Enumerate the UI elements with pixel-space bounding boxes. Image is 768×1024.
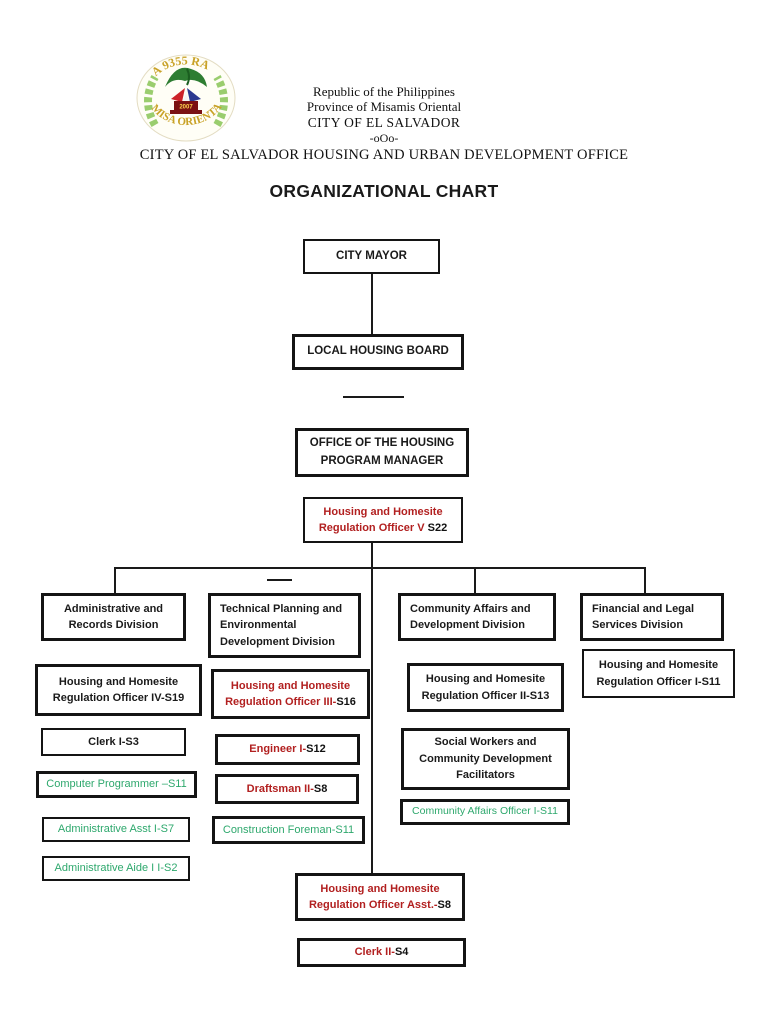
- node-clerk-i: Clerk I-S3: [41, 728, 186, 756]
- node-hhro-i: Housing and Homesite Regulation Officer …: [582, 649, 735, 698]
- node-label: Community Affairs Officer I-S11: [412, 805, 558, 818]
- letterhead-province: Province of Misamis Oriental: [306, 99, 462, 115]
- salary-grade: S12: [306, 743, 326, 756]
- node-financial-legal-division: Financial and Legal Services Division: [580, 593, 724, 641]
- connector-drop-financial: [644, 567, 646, 593]
- node-label: Computer Programmer –S11: [46, 778, 187, 791]
- letterhead-city: CITY OF EL SALVADOR: [307, 114, 461, 130]
- salary-grade: S8: [437, 899, 452, 911]
- node-label: LOCAL HOUSING BOARD: [307, 345, 449, 358]
- node-label: Housing and Homesite Regulation Officer …: [421, 673, 550, 702]
- connector-technical-dash: [267, 579, 292, 581]
- salary-grade: S4: [394, 946, 409, 959]
- node-hhro-iv: Housing and Homesite Regulation Officer …: [35, 664, 202, 716]
- node-office-housing-program-manager: OFFICE OF THE HOUSING PROGRAM MANAGER: [295, 428, 469, 477]
- node-label: Construction Foreman-S11: [222, 823, 355, 836]
- node-hhro-asst: Housing and Homesite Regulation Officer …: [295, 873, 465, 921]
- node-technical-planning-division: Technical Planning and Environmental Dev…: [208, 593, 361, 658]
- salary-grade: S16: [336, 696, 356, 708]
- node-label: CITY MAYOR: [336, 249, 407, 262]
- node-label: Administrative Asst I-S7: [57, 823, 175, 836]
- node-label: Draftsman II-: [246, 782, 314, 795]
- node-draftsman-ii: Draftsman II-S8: [215, 774, 359, 804]
- salary-grade: S8: [313, 782, 328, 795]
- connector-board-dash: [343, 396, 404, 398]
- node-clerk-ii: Clerk II-S4: [297, 938, 466, 967]
- node-local-housing-board: LOCAL HOUSING BOARD: [292, 334, 464, 370]
- node-label: Technical Planning and Environmental Dev…: [220, 602, 343, 648]
- node-label: Housing and Homesite Regulation Officer …: [52, 675, 185, 705]
- node-label: Housing and Homesite Regulation Officer …: [318, 505, 443, 535]
- node-label: Administrative Aide I I-S2: [54, 862, 178, 875]
- node-label: Administrative and Records Division: [63, 602, 164, 632]
- letterhead-separator: -oOo-: [369, 130, 399, 145]
- salary-grade: S22: [427, 522, 448, 534]
- node-administrative-aide: Administrative Aide I I-S2: [42, 856, 190, 881]
- letterhead-republic: Republic of the Philippines: [313, 84, 455, 99]
- node-hhro-ii: Housing and Homesite Regulation Officer …: [407, 663, 564, 712]
- node-social-workers: Social Workers and Community Development…: [401, 728, 570, 790]
- svg-text:2007: 2007: [179, 105, 193, 111]
- node-construction-foreman: Construction Foreman-S11: [212, 816, 365, 844]
- node-community-affairs-officer: Community Affairs Officer I-S11: [400, 799, 570, 825]
- node-community-affairs-division: Community Affairs and Development Divisi…: [398, 593, 556, 641]
- node-label: OFFICE OF THE HOUSING PROGRAM MANAGER: [309, 437, 455, 467]
- node-label: Housing and Homesite Regulation Officer …: [225, 679, 351, 709]
- node-city-mayor: CITY MAYOR: [303, 239, 440, 274]
- node-label: Clerk II-: [354, 946, 395, 959]
- page-title: ORGANIZATIONAL CHART: [269, 181, 499, 201]
- node-label: Housing and Homesite Regulation Officer …: [308, 882, 440, 912]
- node-label: Engineer I-: [249, 743, 307, 756]
- node-administrative-records-division: Administrative and Records Division: [41, 593, 186, 641]
- node-label: Community Affairs and Development Divisi…: [410, 602, 531, 632]
- connector-drop-admin: [114, 567, 116, 593]
- connector-drop-community: [474, 567, 476, 593]
- node-administrative-asst: Administrative Asst I-S7: [42, 817, 190, 842]
- connector-mayor-board: [371, 274, 373, 334]
- node-label: Clerk I-S3: [88, 735, 139, 748]
- connector-center-vertical: [371, 542, 373, 873]
- node-hhro-v: Housing and Homesite Regulation Officer …: [303, 497, 463, 543]
- letterhead-office: CITY OF EL SALVADOR HOUSING AND URBAN DE…: [139, 146, 629, 163]
- letterhead: Republic of the Philippines Province of …: [0, 84, 768, 164]
- node-engineer-i: Engineer I-S12: [215, 734, 360, 765]
- node-label: Financial and Legal Services Division: [592, 602, 695, 632]
- node-label: Social Workers and Community Development…: [419, 736, 552, 782]
- node-hhro-iii: Housing and Homesite Regulation Officer …: [211, 669, 370, 719]
- node-label: Housing and Homesite Regulation Officer …: [596, 659, 721, 688]
- connector-divisions-horizontal: [114, 567, 646, 569]
- node-computer-programmer: Computer Programmer –S11: [36, 771, 197, 798]
- city-seal-icon: A 9355 RA MISA ORIENTAL 2007: [135, 53, 236, 142]
